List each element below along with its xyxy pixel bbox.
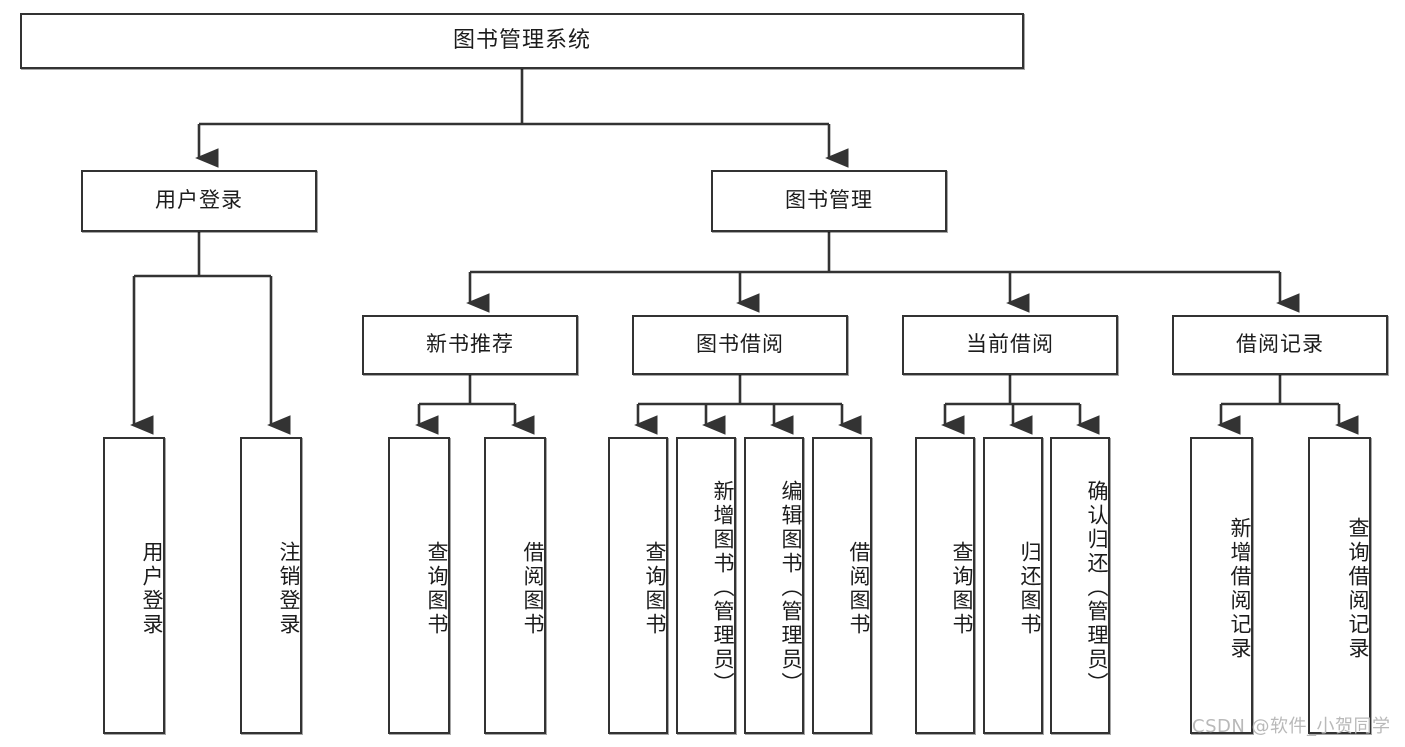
node-label: 借阅图书 <box>847 540 871 637</box>
node-leaf-edit-book-admin[interactable]: 编辑图书（管理员） <box>744 437 804 734</box>
node-leaf-query-book-borrow[interactable]: 查询图书 <box>608 437 668 734</box>
node-leaf-user-login[interactable]: 用户登录 <box>103 437 165 734</box>
node-label: 编辑图书（管理员） <box>779 479 803 696</box>
node-level2-book-management[interactable]: 图书管理 <box>711 170 947 232</box>
node-label: 查询图书 <box>425 540 449 637</box>
node-leaf-query-book-current[interactable]: 查询图书 <box>915 437 975 734</box>
node-label: 用户登录 <box>155 188 243 213</box>
node-label: 图书借阅 <box>696 332 784 357</box>
node-leaf-add-book-admin[interactable]: 新增图书（管理员） <box>676 437 736 734</box>
node-label: 借阅记录 <box>1236 332 1324 357</box>
node-level3-book-borrow[interactable]: 图书借阅 <box>632 315 848 375</box>
node-label: 注销登录 <box>277 540 301 637</box>
node-level3-current-borrow[interactable]: 当前借阅 <box>902 315 1118 375</box>
node-label: 图书管理系统 <box>452 27 591 53</box>
node-label: 用户登录 <box>140 540 164 637</box>
node-label: 当前借阅 <box>966 332 1054 357</box>
node-leaf-confirm-return-admin[interactable]: 确认归还（管理员） <box>1050 437 1110 734</box>
node-label: 新增借阅记录 <box>1228 516 1252 661</box>
node-label: 查询图书 <box>950 540 974 637</box>
node-level3-borrow-record[interactable]: 借阅记录 <box>1172 315 1388 375</box>
node-label: 图书管理 <box>785 188 873 213</box>
node-label: 确认归还（管理员） <box>1085 479 1109 696</box>
node-label: 查询借阅记录 <box>1346 516 1370 661</box>
node-label: 查询图书 <box>643 540 667 637</box>
node-leaf-logout[interactable]: 注销登录 <box>240 437 302 734</box>
node-leaf-query-borrow-record[interactable]: 查询借阅记录 <box>1308 437 1371 734</box>
node-root-图书管理系统[interactable]: 图书管理系统 <box>20 13 1024 69</box>
node-leaf-return-book[interactable]: 归还图书 <box>983 437 1043 734</box>
node-label: 借阅图书 <box>521 540 545 637</box>
node-leaf-borrow-book-recommend[interactable]: 借阅图书 <box>484 437 546 734</box>
node-label: 归还图书 <box>1018 540 1042 637</box>
node-leaf-query-book-recommend[interactable]: 查询图书 <box>388 437 450 734</box>
node-level3-new-book-recommend[interactable]: 新书推荐 <box>362 315 578 375</box>
node-leaf-borrow-book[interactable]: 借阅图书 <box>812 437 872 734</box>
csdn-watermark: CSDN @软件_小贺同学 <box>1192 716 1391 737</box>
node-label: 新书推荐 <box>426 332 514 357</box>
node-level2-user-login[interactable]: 用户登录 <box>81 170 317 232</box>
node-leaf-add-borrow-record[interactable]: 新增借阅记录 <box>1190 437 1253 734</box>
node-label: 新增图书（管理员） <box>711 479 735 696</box>
